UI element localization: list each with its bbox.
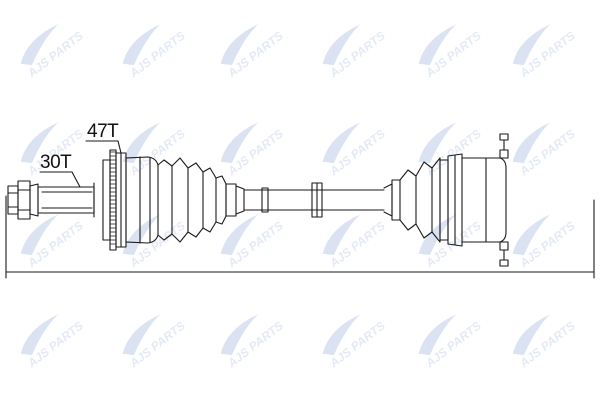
watermark-swoosh xyxy=(220,24,259,66)
watermark-logo: AJS PARTS xyxy=(512,214,578,271)
watermark-swoosh xyxy=(122,314,161,356)
watermark-logo: AJS PARTS xyxy=(418,24,484,81)
watermark-logo: AJS PARTS xyxy=(122,24,188,81)
watermark-swoosh xyxy=(418,314,457,356)
watermark-swoosh xyxy=(512,122,551,164)
watermark-logo: AJS PARTS xyxy=(220,214,286,271)
watermark-swoosh xyxy=(418,214,457,256)
watermark-swoosh xyxy=(322,122,361,164)
watermark-logo: AJS PARTS xyxy=(322,122,388,179)
watermark-swoosh xyxy=(20,314,59,356)
watermark-logo: AJS PARTS xyxy=(322,314,388,371)
watermark-swoosh xyxy=(322,24,361,66)
inner-cv-joint xyxy=(439,133,509,267)
watermark-swoosh xyxy=(418,122,457,164)
abs-ring-teeth xyxy=(109,151,117,245)
watermark-logo: AJS PARTS xyxy=(20,314,86,371)
watermark-logo: AJS PARTS xyxy=(220,24,286,81)
watermark-swoosh xyxy=(322,214,361,256)
abs-ring xyxy=(102,149,127,251)
watermark-swoosh xyxy=(512,214,551,256)
watermark-swoosh xyxy=(20,122,59,164)
watermark-logo: AJS PARTS xyxy=(512,24,578,81)
watermark-logo: AJS PARTS xyxy=(220,122,286,179)
outer-boot-clamp xyxy=(225,183,245,217)
outer-stub-shaft xyxy=(7,180,95,220)
watermark-swoosh xyxy=(418,24,457,66)
watermark-swoosh xyxy=(220,214,259,256)
watermark-swoosh xyxy=(512,24,551,66)
watermark-logo: AJS PARTS xyxy=(512,314,578,371)
watermark-swoosh xyxy=(122,122,161,164)
watermark-logo: AJS PARTS xyxy=(418,314,484,371)
outer-spline-teeth-label: 30T xyxy=(40,152,72,173)
watermark-logo: AJS PARTS xyxy=(220,314,286,371)
watermark-swoosh xyxy=(220,122,259,164)
watermark-logo: AJS PARTS xyxy=(20,214,86,271)
watermark-logo: AJS PARTS xyxy=(512,122,578,179)
main-shaft xyxy=(243,182,385,218)
axle-drawing xyxy=(5,133,595,279)
watermark-swoosh xyxy=(20,214,59,256)
watermark-swoosh xyxy=(122,24,161,66)
inner-boot xyxy=(383,157,441,243)
watermark-swoosh xyxy=(512,314,551,356)
watermark-logo: AJS PARTS xyxy=(322,214,388,271)
length-dimension xyxy=(5,195,595,279)
watermark-swoosh xyxy=(322,314,361,356)
watermark-logo: AJS PARTS xyxy=(20,24,86,81)
label-leaders xyxy=(39,140,122,188)
watermark-swoosh xyxy=(20,24,59,66)
watermark-layer: AJS PARTS AJS PARTS AJS PARTS AJS PARTS AJS … xyxy=(20,24,578,371)
watermark-logo: AJS PARTS xyxy=(322,24,388,81)
watermark-swoosh xyxy=(122,214,161,256)
watermark-swoosh xyxy=(220,314,259,356)
abs-ring-teeth-label: 47T xyxy=(87,121,119,142)
watermark-logo: AJS PARTS xyxy=(122,314,188,371)
